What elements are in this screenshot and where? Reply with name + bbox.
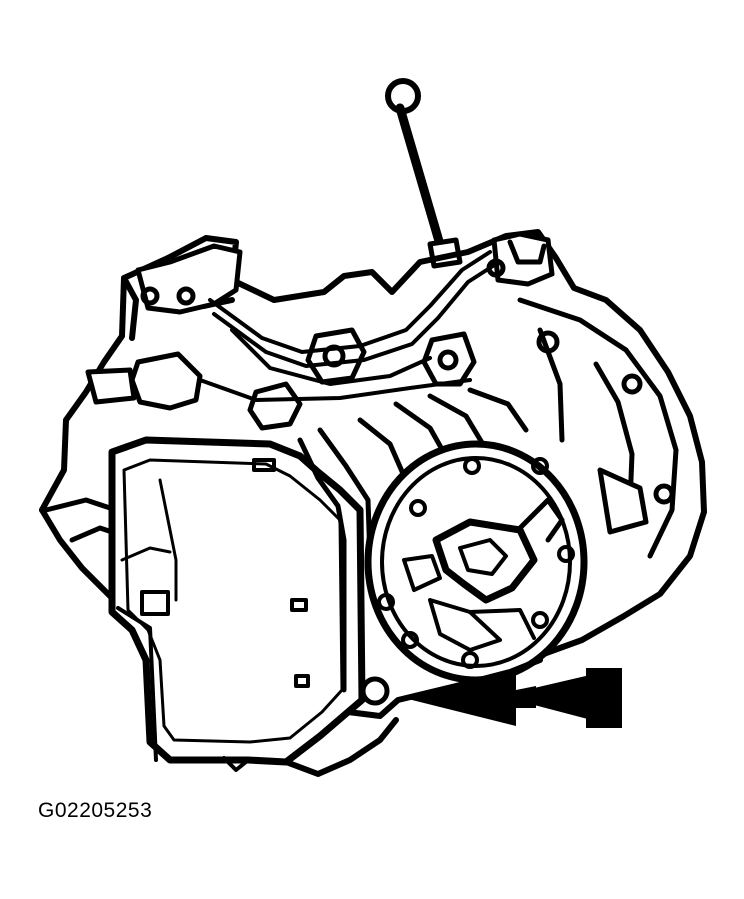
top-bosses (85, 231, 555, 431)
cooler-lines (198, 250, 498, 402)
plug (360, 676, 390, 706)
double-arrow-pointer (400, 668, 622, 728)
drive-plate (364, 440, 588, 684)
dipstick (385, 78, 463, 269)
valve-body-cover (108, 436, 366, 766)
bell-housing (517, 297, 679, 559)
figure-id-label: G02205253 (38, 799, 153, 822)
